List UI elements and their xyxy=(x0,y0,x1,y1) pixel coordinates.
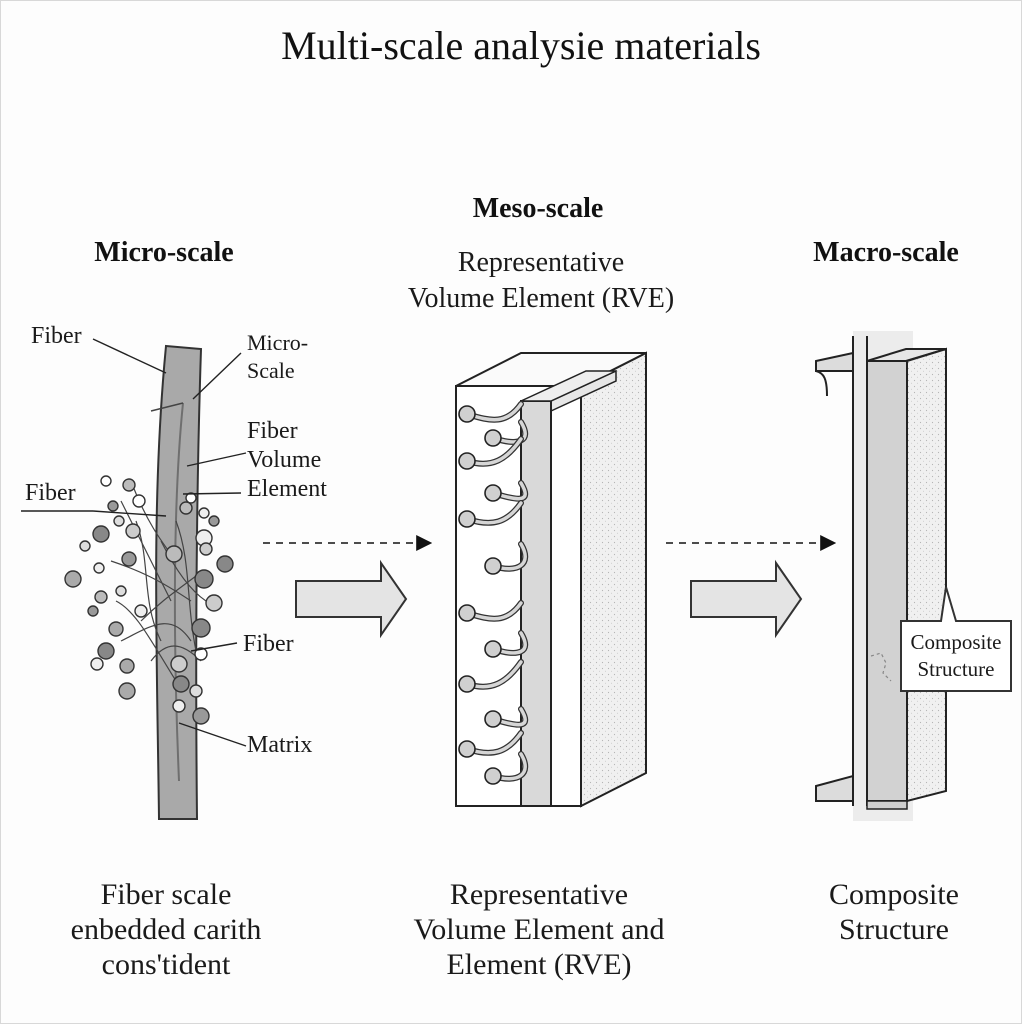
particle xyxy=(79,540,91,552)
label-micro-scale-2: Scale xyxy=(247,358,295,383)
rve-fiber-end xyxy=(484,640,502,658)
micro-caption: Fiber scale enbedded carith cons'tident xyxy=(71,877,262,982)
rve-fiber-end xyxy=(458,510,476,528)
composite-beam xyxy=(815,331,947,821)
fiber-strand xyxy=(160,540,207,602)
particle xyxy=(216,555,234,573)
rve-fiber-end xyxy=(458,675,476,693)
label-matrix: Matrix xyxy=(247,732,313,758)
fiber-strand xyxy=(110,560,192,602)
callout-bubble xyxy=(900,586,1012,692)
particle xyxy=(90,657,104,671)
micro-leader-lines xyxy=(21,338,247,747)
particle xyxy=(134,604,148,618)
rve-fiber-end xyxy=(458,452,476,470)
label-fiber-right: Fiber xyxy=(243,631,294,657)
particle xyxy=(165,545,183,563)
particle xyxy=(87,605,99,617)
particle xyxy=(119,658,135,674)
rve-fiber-end xyxy=(484,429,502,447)
rve-fiber-end xyxy=(484,484,502,502)
rve-fiber-end xyxy=(484,767,502,785)
particle xyxy=(115,585,127,597)
particle xyxy=(179,501,193,515)
label-fiber-top: Fiber xyxy=(31,323,82,349)
meso-caption-line-3: Element (RVE) xyxy=(446,948,632,982)
particle xyxy=(92,525,110,543)
particle xyxy=(194,569,214,589)
particle xyxy=(132,494,146,508)
micro-caption-line-3: cons'tident xyxy=(101,948,231,982)
particle xyxy=(172,699,186,713)
meso-caption-line-1: Representative xyxy=(449,878,629,911)
particle xyxy=(118,682,136,700)
micro-fiber-strip xyxy=(150,344,203,820)
particle xyxy=(205,594,223,612)
particle xyxy=(185,492,197,504)
macro-caption-line-2: Structure xyxy=(839,913,949,947)
meso-caption-line-2: Volume Element and xyxy=(413,913,665,947)
particle xyxy=(199,542,213,556)
particle xyxy=(108,621,124,637)
micro-fiber-strands xyxy=(110,480,207,682)
rve-fiber-strands xyxy=(458,401,529,785)
particle xyxy=(192,707,210,725)
micro-particles xyxy=(64,475,234,725)
macro-caption: Composite Structure xyxy=(829,877,959,947)
particle xyxy=(125,523,141,539)
particle xyxy=(107,500,119,512)
particle xyxy=(121,551,137,567)
label-fve-3: Element xyxy=(247,476,327,502)
rve-fiber-end xyxy=(458,604,476,622)
particle xyxy=(170,655,188,673)
fiber-strand xyxy=(175,520,197,652)
block-arrow-1 xyxy=(295,559,408,639)
micro-caption-line-2: enbedded carith xyxy=(70,913,262,947)
rve-fiber-end xyxy=(458,405,476,423)
fiber-strand xyxy=(120,623,192,642)
particle xyxy=(194,647,208,661)
particle xyxy=(97,642,115,660)
particle xyxy=(94,590,108,604)
macro-heading: Macro-scale xyxy=(813,237,959,268)
fiber-strand xyxy=(140,575,197,622)
label-fiber-left: Fiber xyxy=(25,480,76,506)
particle xyxy=(93,562,105,574)
particle xyxy=(191,618,211,638)
particle xyxy=(189,684,203,698)
callout-line-2: Structure xyxy=(917,657,995,682)
meso-subheading-line-2: Volume Element (RVE) xyxy=(407,283,675,314)
meso-heading: Meso-scale xyxy=(472,193,604,224)
meso-caption: Representative Volume Element and Elemen… xyxy=(413,877,664,982)
rve-fiber-end xyxy=(484,710,502,728)
rve-fiber-end xyxy=(484,557,502,575)
particle xyxy=(172,675,190,693)
fiber-strand xyxy=(115,600,177,682)
particle xyxy=(64,570,82,588)
fiber-strand xyxy=(135,520,162,642)
label-micro-scale-1: Micro- xyxy=(247,330,309,355)
diagram-title: Multi-scale analysie materials xyxy=(281,23,761,68)
callout-line-1: Composite xyxy=(910,630,1002,654)
macro-caption-line-1: Composite xyxy=(828,878,960,911)
particle xyxy=(122,478,136,492)
micro-caption-line-1: Fiber scale xyxy=(100,878,232,911)
label-fve-1: Fiber xyxy=(247,418,298,444)
particle xyxy=(208,515,220,527)
meso-subheading-line-1: Representative xyxy=(457,247,625,278)
particle xyxy=(100,475,112,487)
particle xyxy=(198,507,210,519)
micro-heading: Micro-scale xyxy=(94,237,234,268)
callout-text: Composite Structure xyxy=(910,629,1001,684)
label-fve-2: Volume xyxy=(247,447,322,473)
rve-fiber-end xyxy=(458,740,476,758)
particle xyxy=(113,515,125,527)
block-arrow-2 xyxy=(690,559,803,639)
